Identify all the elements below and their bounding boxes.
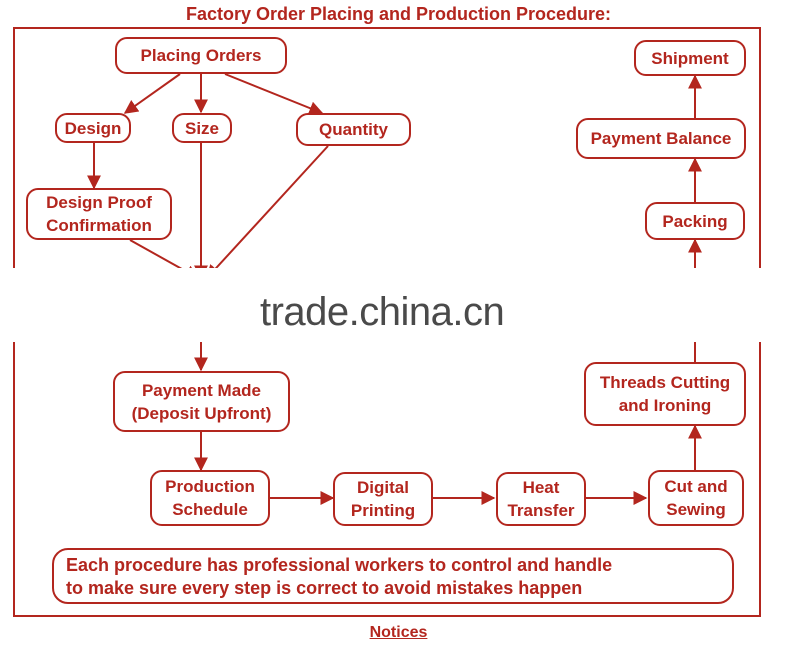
node-design: Design [55, 113, 131, 143]
notices-link[interactable]: Notices [369, 624, 428, 641]
node-cut-and-sewing: Cut and Sewing [648, 470, 744, 526]
node-size: Size [172, 113, 232, 143]
node-shipment: Shipment [634, 40, 746, 76]
node-heat-transfer: Heat Transfer [496, 472, 586, 526]
arrow-quantity-to-merge [206, 145, 329, 280]
node-packing: Packing [645, 202, 745, 240]
notice-box: Each procedure has professional workers … [52, 548, 734, 604]
node-placing-orders: Placing Orders [115, 37, 287, 74]
diagram-title: Factory Order Placing and Production Pro… [185, 4, 612, 24]
arrow-orders-to-design [123, 73, 181, 114]
node-digital-printing: Digital Printing [333, 472, 433, 526]
node-production-schedule: Production Schedule [150, 470, 270, 526]
node-payment-made: Payment Made (Deposit Upfront) [113, 371, 290, 432]
watermark-band [8, 268, 789, 342]
node-payment-balance: Payment Balance [576, 118, 746, 159]
arrow-orders-to-quantity [224, 73, 324, 115]
watermark-text: trade.china.cn [260, 290, 505, 334]
node-threads-cutting: Threads Cutting and Ironing [584, 362, 746, 426]
node-quantity: Quantity [296, 113, 411, 146]
node-design-proof: Design Proof Confirmation [26, 188, 172, 240]
